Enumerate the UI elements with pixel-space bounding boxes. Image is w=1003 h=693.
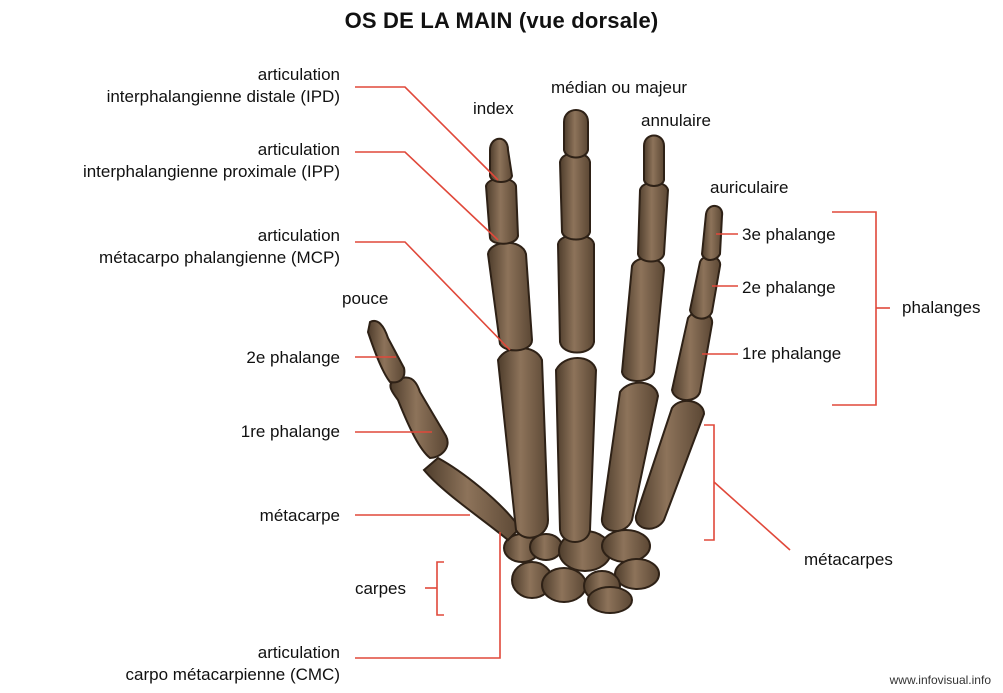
carpal-bone [615, 559, 659, 589]
leader-metacarpes-bracket [704, 425, 714, 540]
label-majeur: médian ou majeur [551, 77, 687, 99]
label-1re-phalange: 1re phalange [742, 343, 841, 365]
middle-phalanx-3 [564, 110, 588, 158]
little-phalanx-1 [672, 312, 712, 400]
label-mcp: articulation métacarpo phalangienne (MCP… [99, 225, 340, 269]
label-ipd-line2: interphalangienne distale (IPD) [107, 86, 340, 108]
leader-metacarpes [714, 482, 790, 550]
leader-ipp [355, 152, 498, 240]
leader-phalanges-bracket [832, 212, 876, 405]
label-mcp-line1: articulation [99, 225, 340, 247]
label-metacarpe: métacarpe [260, 505, 340, 527]
little-phalanx-2 [690, 256, 720, 318]
carpal-bone [602, 530, 650, 562]
ring-phalanx-2 [638, 183, 668, 262]
label-phalanges: phalanges [902, 297, 980, 319]
label-3e-phalange: 3e phalange [742, 224, 836, 246]
hand-bones [368, 110, 722, 613]
label-ipp: articulation interphalangienne proximale… [83, 139, 340, 183]
label-carpes: carpes [355, 578, 406, 600]
thumb-phalanx-1 [390, 377, 447, 458]
label-ipp-line2: interphalangienne proximale (IPP) [83, 161, 340, 183]
middle-phalanx-1 [558, 235, 594, 353]
middle-metacarpal [556, 358, 596, 542]
label-ipp-line1: articulation [83, 139, 340, 161]
ring-phalanx-1 [622, 258, 664, 381]
leader-carpes-bracket [437, 562, 444, 615]
label-cmc: articulation carpo métacarpienne (CMC) [126, 642, 340, 686]
index-finger-bones [486, 139, 548, 538]
label-thumb-2e-phalange: 2e phalange [246, 347, 340, 369]
little-phalanx-3 [702, 206, 722, 260]
label-pouce: pouce [342, 288, 388, 310]
label-annulaire: annulaire [641, 110, 711, 132]
middle-phalanx-2 [560, 153, 590, 240]
thumb-bones [368, 321, 520, 540]
label-ipd-line1: articulation [107, 64, 340, 86]
page-title: OS DE LA MAIN (vue dorsale) [0, 8, 1003, 34]
label-thumb-1re-phalange: 1re phalange [241, 421, 340, 443]
source-credit: www.infovisual.info [890, 673, 991, 687]
carpal-bone [588, 587, 632, 613]
middle-finger-bones [556, 110, 596, 542]
label-cmc-line1: articulation [126, 642, 340, 664]
label-2e-phalange: 2e phalange [742, 277, 836, 299]
label-metacarpes: métacarpes [804, 549, 893, 571]
thumb-metacarpal [424, 458, 520, 540]
label-cmc-line2: carpo métacarpienne (CMC) [126, 664, 340, 686]
label-mcp-line2: métacarpo phalangienne (MCP) [99, 247, 340, 269]
label-auriculaire: auriculaire [710, 177, 788, 199]
label-ipd: articulation interphalangienne distale (… [107, 64, 340, 108]
ring-phalanx-3 [644, 136, 664, 187]
label-index: index [473, 98, 514, 120]
carpal-bones [504, 530, 659, 613]
thumb-phalanx-2 [368, 321, 404, 382]
carpal-bone [542, 568, 586, 602]
